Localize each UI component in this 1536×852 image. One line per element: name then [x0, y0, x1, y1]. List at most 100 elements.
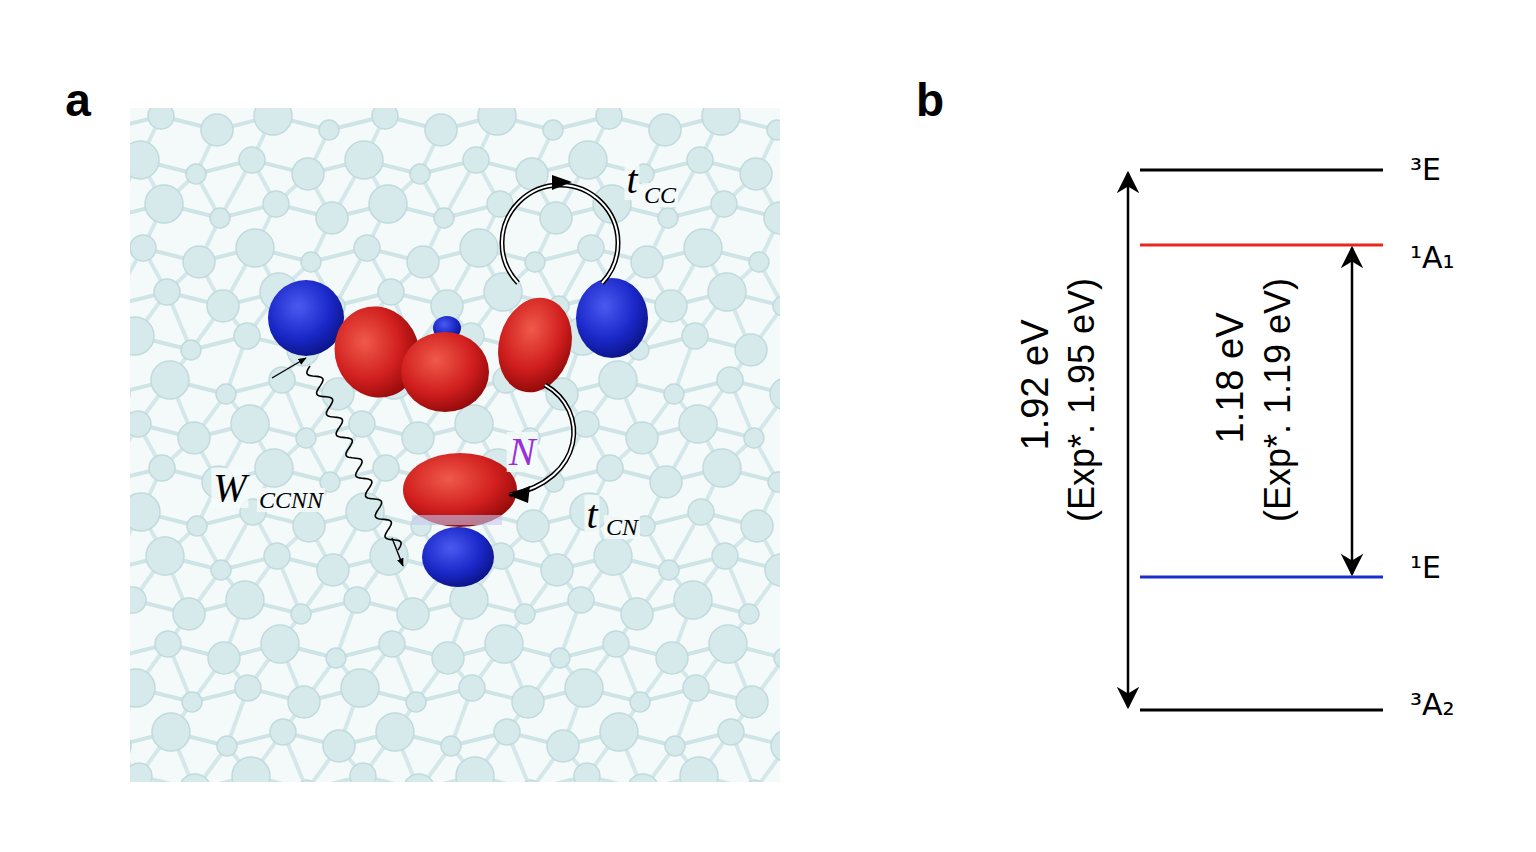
subscript: CCNN: [257, 488, 325, 512]
atom: [460, 229, 498, 267]
atom: [463, 147, 489, 173]
atom: [741, 510, 773, 542]
energy-value: (Exp*. 1.19 eV): [1260, 278, 1296, 522]
atom: [441, 736, 461, 756]
atom: [378, 279, 404, 305]
atom: [684, 229, 722, 267]
atom: [216, 384, 236, 404]
atom: [319, 120, 339, 140]
atom: [774, 648, 780, 668]
atom: [650, 466, 682, 498]
atom: [770, 378, 780, 410]
atom: [201, 114, 233, 146]
atom: [541, 554, 573, 586]
atom: [255, 449, 293, 487]
atom: [708, 273, 746, 311]
atom: [291, 604, 311, 624]
atom: [765, 554, 780, 586]
atom: [771, 730, 780, 762]
atom: [599, 361, 637, 399]
atom: [702, 108, 740, 135]
atom: [621, 598, 653, 630]
atom: [181, 340, 201, 360]
atom: [540, 202, 572, 234]
atom: [208, 642, 240, 674]
atom: [154, 279, 180, 305]
atom: [269, 367, 295, 393]
atom: [345, 141, 383, 179]
hopping-symbol: t: [584, 495, 599, 535]
atom: [659, 560, 679, 580]
atom: [293, 510, 325, 542]
atom: [226, 581, 264, 619]
atom: [376, 713, 414, 751]
atom: [711, 191, 737, 217]
atom: [234, 323, 260, 349]
atom: [402, 422, 434, 454]
atom: [372, 108, 398, 129]
atom: [674, 581, 712, 619]
atom: [239, 147, 265, 173]
atom: [455, 405, 493, 443]
atom: [130, 730, 131, 762]
atom: [665, 736, 685, 756]
subscript: CN: [604, 515, 640, 539]
atom: [679, 405, 717, 443]
atom: [630, 692, 650, 712]
atom: [768, 472, 780, 492]
atom: [211, 560, 231, 580]
atom: [254, 108, 292, 135]
atom: [217, 736, 237, 756]
transition-arrow: [1127, 173, 1130, 707]
lattice-ground: [130, 108, 780, 782]
atom: [149, 455, 175, 481]
interaction-wave: [307, 366, 401, 550]
atom: [478, 108, 516, 135]
atom: [379, 631, 405, 657]
atom: [658, 208, 678, 228]
state-label: ¹E: [1410, 553, 1441, 583]
atom: [432, 642, 464, 674]
atom: [573, 411, 599, 437]
atom: [764, 202, 780, 234]
atom: [459, 675, 485, 701]
wave-tick: [272, 358, 306, 378]
atom: [596, 108, 622, 129]
atom: [130, 411, 151, 437]
atom: [406, 692, 426, 712]
atom: [434, 208, 454, 228]
atom: [407, 246, 439, 278]
atom: [543, 120, 563, 140]
atom: [231, 405, 269, 443]
atom: [410, 164, 430, 184]
atom: [744, 428, 764, 448]
atom: [354, 235, 380, 261]
atom: [767, 120, 780, 140]
atom: [494, 719, 520, 745]
atom: [301, 252, 321, 272]
atom: [151, 361, 189, 399]
subscript: CC: [642, 183, 678, 207]
atom: [232, 757, 270, 782]
atom: [749, 252, 769, 272]
atom: [344, 587, 370, 613]
atom: [547, 730, 579, 762]
atom: [688, 499, 714, 525]
atom: [145, 185, 183, 223]
atom: [425, 114, 457, 146]
panel-letter: a: [65, 77, 91, 123]
atom: [182, 692, 202, 712]
atom: [270, 719, 296, 745]
atom: [664, 384, 684, 404]
atom: [263, 191, 289, 217]
atom: [739, 604, 759, 624]
atom: [370, 537, 408, 575]
wave-tick: [392, 538, 403, 566]
state-label: ¹A₁: [1410, 243, 1455, 273]
atom: [130, 763, 152, 782]
atom: [173, 598, 205, 630]
transition-arrow: [1351, 248, 1354, 574]
atom: [512, 686, 544, 718]
atom: [186, 164, 206, 184]
